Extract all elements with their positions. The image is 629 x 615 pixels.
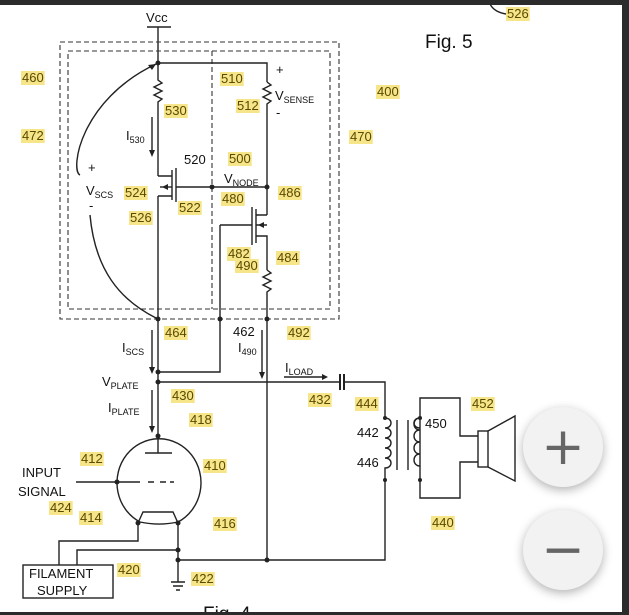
ref-highlight	[308, 393, 332, 407]
ref-526: 526	[130, 210, 152, 225]
ref-446: 446	[357, 455, 379, 470]
ref-highlight	[506, 7, 530, 21]
ref-444: 444	[356, 396, 378, 411]
ref-414: 414	[80, 510, 102, 525]
i-490-label: I490	[238, 340, 257, 357]
minus-icon: −	[541, 520, 585, 580]
ref-462: 462	[233, 324, 255, 339]
ref-highlight	[471, 397, 495, 411]
zoom-in-button[interactable]: +	[523, 407, 603, 487]
input-signal-label-1: INPUT	[22, 465, 61, 480]
ref-highlight	[164, 326, 188, 340]
ref-highlight	[278, 186, 302, 200]
ref-524: 524	[125, 185, 147, 200]
ref-492: 492	[288, 325, 310, 340]
ref-410: 410	[204, 458, 226, 473]
ref-418: 418	[190, 412, 212, 427]
ref-highlight	[171, 389, 195, 403]
v-scs-minus: -	[89, 198, 93, 213]
ref-480: 480	[222, 191, 244, 206]
zoom-out-button[interactable]: −	[523, 510, 603, 590]
ref-460: 460	[22, 70, 44, 85]
ref-486: 486	[279, 185, 301, 200]
ref-464: 464	[165, 325, 187, 340]
ref-highlight	[431, 516, 455, 530]
ref-422: 422	[192, 571, 214, 586]
v-sense-minus: -	[276, 105, 280, 120]
ref-512: 512	[237, 98, 259, 113]
ref-highlight	[227, 247, 251, 261]
v-scs-plus: +	[88, 160, 96, 175]
v-node-label: VNODE	[224, 171, 259, 188]
ref-highlight	[349, 130, 373, 144]
ref-472: 472	[22, 128, 44, 143]
ref-highlight	[21, 129, 45, 143]
ref-highlight	[221, 192, 245, 206]
ref-490: 490	[236, 258, 258, 273]
v-sense-plus: +	[276, 62, 284, 77]
ref-412: 412	[81, 451, 103, 466]
patent-figure-viewer: Fig. 5 526 Vcc FILAM	[0, 5, 622, 612]
ref-500: 500	[229, 151, 251, 166]
ref-442: 442	[357, 425, 379, 440]
fig5-title: Fig. 5	[425, 32, 473, 53]
fig4-title: Fig. 4	[203, 604, 251, 612]
plus-icon: +	[541, 417, 585, 477]
ref-430: 430	[172, 388, 194, 403]
ref-highlight	[235, 259, 259, 273]
ref-highlight	[79, 511, 103, 525]
ref-highlight	[117, 563, 141, 577]
ref-highlight	[213, 517, 237, 531]
ref-526-top: 526	[507, 6, 529, 21]
circuit-diagram: Fig. 5 526 Vcc FILAM	[18, 5, 530, 612]
ref-highlight	[355, 397, 379, 411]
ref-400: 400	[377, 84, 399, 99]
filament-supply-box	[22, 564, 114, 599]
ref-highlight	[376, 85, 400, 99]
ref-416: 416	[214, 516, 236, 531]
ref-highlight	[164, 104, 188, 118]
ref-510: 510	[221, 71, 243, 86]
i-plate-label: IPLATE	[108, 400, 139, 417]
input-signal-label-2: SIGNAL	[18, 484, 66, 499]
ref-452: 452	[472, 396, 494, 411]
ref-420: 420	[118, 562, 140, 577]
ref-470: 470	[350, 129, 372, 144]
outer-dashed-box	[59, 41, 340, 320]
ref-highlight	[178, 201, 202, 215]
filament-supply-label-2: SUPPLY	[37, 583, 88, 598]
ref-484: 484	[277, 250, 299, 265]
vcc-label: Vcc	[146, 10, 168, 25]
ref-450: 450	[425, 416, 447, 431]
ref-highlight	[129, 211, 153, 225]
ref-highlight	[21, 71, 45, 85]
ref-highlight	[203, 459, 227, 473]
ref-highlight	[287, 326, 311, 340]
ref-highlight	[80, 452, 104, 466]
ref-530: 530	[165, 103, 187, 118]
ref-highlight	[276, 251, 300, 265]
i-load-label: ILOAD	[285, 360, 314, 377]
v-scs-label: VSCS	[86, 183, 113, 200]
ref-highlight	[220, 72, 244, 86]
ref-482: 482	[228, 246, 250, 261]
ref-highlight	[124, 186, 148, 200]
v-sense-label: VSENSE	[275, 88, 314, 105]
ref-440: 440	[432, 515, 454, 530]
i-scs-label: ISCS	[122, 340, 144, 357]
ref-520: 520	[184, 152, 206, 167]
filament-supply-label-1: FILAMENT	[29, 566, 93, 581]
ref-432: 432	[309, 392, 331, 407]
ref-highlight	[236, 99, 260, 113]
i-530-label: I530	[126, 128, 145, 145]
ref-highlight	[49, 501, 73, 515]
ref-highlight	[191, 572, 215, 586]
ref-424: 424	[50, 500, 72, 515]
ref-522: 522	[179, 200, 201, 215]
v-plate-label: VPLATE	[102, 374, 139, 391]
ref-highlight	[228, 152, 252, 166]
ref-highlight	[189, 413, 213, 427]
